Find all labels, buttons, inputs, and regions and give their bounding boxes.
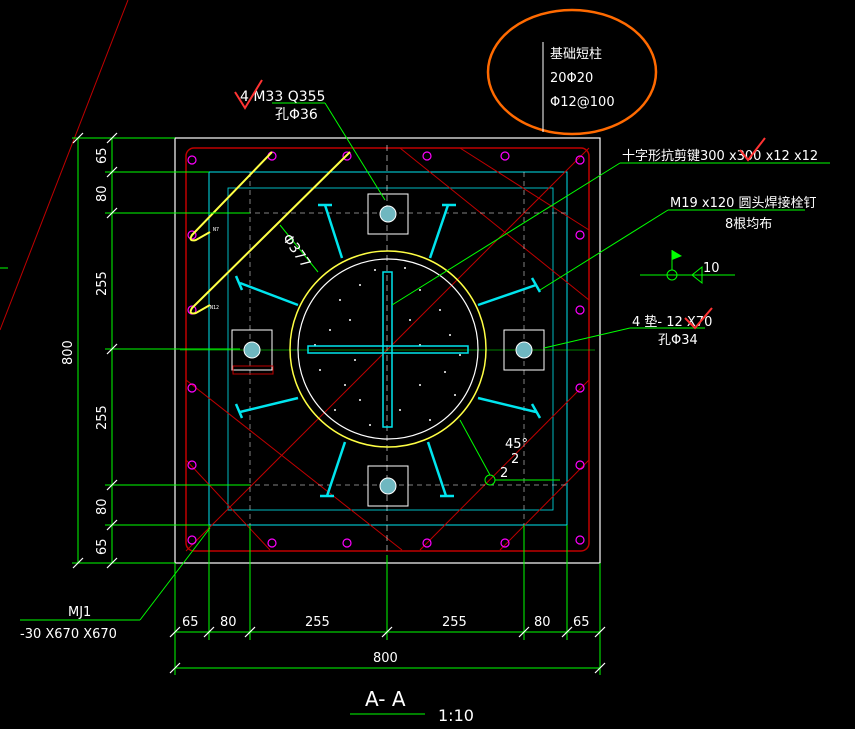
check-mark-1 bbox=[234, 79, 263, 110]
rebar-tag-2: N12 bbox=[210, 305, 219, 311]
pipe-dia-leader bbox=[279, 224, 319, 273]
markup-circle bbox=[486, 8, 658, 136]
elevation-value: 10 bbox=[703, 261, 720, 276]
weld-size-label: 2 bbox=[511, 452, 519, 467]
bottom-dim-6: 65 bbox=[573, 615, 590, 630]
column-title: 基础短柱 bbox=[550, 47, 602, 62]
anchor-bolts bbox=[231, 193, 545, 507]
bottom-dim-1: 65 bbox=[182, 615, 199, 630]
steel-pipe-outer bbox=[289, 250, 487, 448]
washer-mark bbox=[232, 365, 274, 375]
stud-spec-label: M19 x120 圆头焊接栓钉 bbox=[670, 195, 817, 211]
check-mark-3 bbox=[684, 307, 713, 330]
bottom-dim-2: 80 bbox=[220, 615, 237, 630]
section-title: A- A bbox=[365, 687, 406, 711]
weld-angle-label: 45° bbox=[505, 437, 528, 452]
red-diagonals bbox=[185, 147, 590, 552]
shear-key-leader bbox=[391, 162, 621, 306]
elevation-marker bbox=[640, 250, 735, 285]
left-dim-ticks bbox=[72, 132, 118, 569]
concrete-hatch bbox=[314, 267, 461, 426]
stud-count-label: 8根均布 bbox=[725, 217, 772, 232]
check-mark-2 bbox=[739, 137, 766, 162]
weld-size2-label: 2 bbox=[500, 466, 508, 481]
left-dim-3: 255 bbox=[95, 271, 110, 296]
bolt-hole-label: 孔Φ36 bbox=[275, 107, 318, 123]
column-main-bar: 20Φ20 bbox=[550, 71, 593, 86]
bottom-dim-3: 255 bbox=[305, 615, 330, 630]
weld-leader bbox=[459, 419, 491, 476]
left-dim-4: 255 bbox=[95, 405, 110, 430]
left-dim-5: 80 bbox=[95, 498, 110, 515]
bolt-spec-label: 4 M33 Q355 bbox=[240, 89, 325, 105]
column-stirrup: Φ12@100 bbox=[550, 95, 615, 110]
bottom-dim-ticks bbox=[169, 626, 606, 674]
rebar-tag-1: N7 bbox=[213, 227, 219, 233]
left-dim-2: 80 bbox=[95, 185, 110, 202]
plate-name-label: MJ1 bbox=[68, 605, 91, 620]
background-red-line bbox=[0, 0, 129, 331]
radial-studs bbox=[234, 203, 542, 498]
left-dim-6: 65 bbox=[95, 538, 110, 555]
bottom-dim-5: 80 bbox=[534, 615, 551, 630]
plate-size-label: -30 X670 X670 bbox=[20, 627, 117, 642]
rebar-hooks bbox=[189, 151, 351, 315]
cross-shear-key bbox=[307, 271, 469, 428]
shear-key-label: 十字形抗剪键300 x300 x12 x12 bbox=[622, 148, 818, 164]
washer-leader bbox=[543, 327, 631, 349]
washer-hole-label: 孔Φ34 bbox=[658, 333, 698, 348]
bolt-leader-2 bbox=[324, 102, 386, 201]
left-dimension bbox=[72, 137, 250, 564]
left-dim-1: 65 bbox=[95, 147, 110, 164]
base-plate-outline bbox=[174, 137, 601, 564]
pipe-dia-label: Φ377 bbox=[279, 231, 314, 271]
bottom-dim-total: 800 bbox=[373, 651, 398, 666]
bottom-dimension bbox=[174, 525, 601, 675]
steel-pipe-inner bbox=[297, 258, 479, 440]
stud-leader bbox=[539, 209, 669, 291]
scale-label: 1:10 bbox=[438, 706, 474, 725]
left-dim-total: 800 bbox=[61, 340, 76, 365]
bottom-dim-4: 255 bbox=[442, 615, 467, 630]
